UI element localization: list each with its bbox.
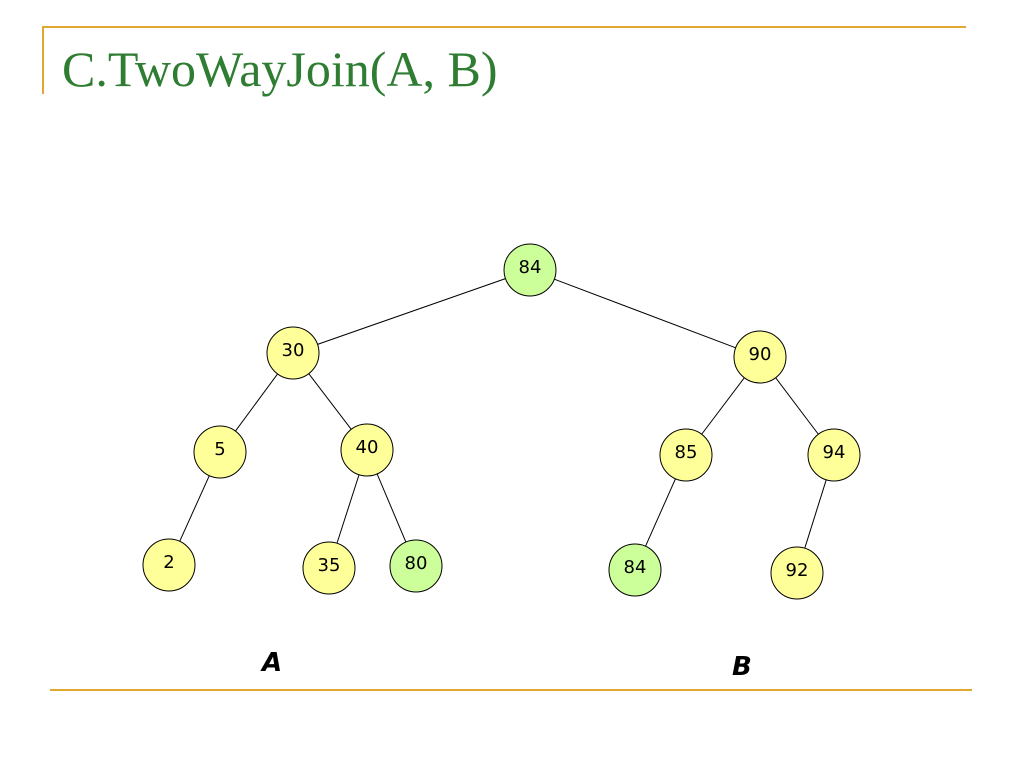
node-circle: [608, 543, 662, 597]
node-value: 35: [318, 555, 341, 576]
node-value: 90: [749, 344, 772, 365]
bottom-rule: [50, 689, 972, 691]
tree-edge: [701, 377, 745, 435]
tree-edge: [376, 473, 407, 543]
node-value: 5: [214, 439, 225, 460]
node-circle: [340, 423, 394, 477]
tree-edge: [645, 478, 676, 547]
tree-nodes: 84 30 5 40 2 35 80 90 85 94 84 92: [142, 243, 861, 600]
tree-node-b84: 84: [608, 543, 662, 597]
tree-edge: [336, 474, 360, 544]
tree-node-a35: 35: [302, 541, 356, 595]
node-value: 40: [356, 437, 379, 458]
tree-node-a5: 5: [193, 425, 247, 479]
node-circle: [770, 546, 824, 600]
node-circle: [503, 243, 557, 297]
tree-label-a: A: [262, 648, 283, 678]
tree-node-b92: 92: [770, 546, 824, 600]
node-value: 2: [163, 552, 174, 573]
tree-node-a30: 30: [266, 326, 320, 380]
tree-node-a80: 80: [389, 539, 443, 593]
tree-edge: [317, 278, 506, 345]
node-value: 85: [675, 442, 698, 463]
tree-edges: [179, 278, 827, 549]
node-circle: [302, 541, 356, 595]
tree-edge: [179, 475, 210, 542]
tree-label-b: B: [732, 652, 752, 682]
title-frame: [42, 26, 966, 94]
tree-node-a2: 2: [142, 538, 196, 592]
node-value: 92: [786, 560, 809, 581]
tree-node-b85: 85: [659, 428, 713, 482]
tree-edge: [235, 373, 278, 432]
tree-edge: [804, 479, 827, 549]
node-value: 94: [823, 442, 846, 463]
node-circle: [193, 425, 247, 479]
tree-node-root: 84: [503, 243, 557, 297]
tree-edge: [554, 278, 736, 349]
node-circle: [389, 539, 443, 593]
node-value: 84: [519, 257, 542, 278]
tree-node-b90: 90: [733, 330, 787, 384]
node-circle: [659, 428, 713, 482]
node-value: 30: [282, 340, 305, 361]
slide-title: C.TwoWayJoin(A, B): [62, 41, 498, 97]
node-value: 84: [624, 557, 647, 578]
tree-edge: [775, 377, 819, 435]
node-circle: [807, 428, 861, 482]
tree-node-a40: 40: [340, 423, 394, 477]
tree-edge: [308, 373, 352, 430]
node-circle: [142, 538, 196, 592]
node-circle: [266, 326, 320, 380]
node-value: 80: [405, 553, 428, 574]
node-circle: [733, 330, 787, 384]
tree-node-b94: 94: [807, 428, 861, 482]
